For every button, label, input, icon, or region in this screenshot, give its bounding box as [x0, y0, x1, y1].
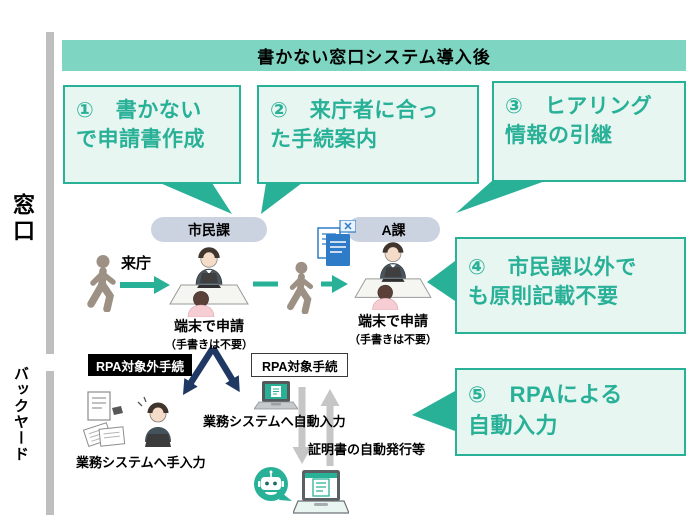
callout-1-line-1: ① 書かない: [76, 99, 202, 122]
callout-1-line-2: で申請書作成: [76, 128, 205, 152]
rpa-target-tag: RPA対象手続: [251, 353, 349, 377]
visit-label: 来庁: [121, 255, 152, 272]
robot-icon: [254, 467, 292, 501]
terminal-apply-label-1: 端末で申請 （手書きは不要）: [143, 316, 275, 352]
callout-3-hearing: ③ ヒアリング 情報の引継: [492, 81, 686, 182]
document-transfer-icon: [317, 220, 356, 266]
certificate-label: 証明書の自動発行等: [308, 442, 426, 457]
terminal-apply-text-2: 端末で申請: [358, 313, 428, 329]
page-title: 書かない窓口システム導入後: [62, 40, 686, 71]
auto-input-label: 業務システムへ自動入力: [203, 414, 346, 429]
callout5-tail-icon: [412, 391, 455, 431]
callout-4-line-2: も原則記載不要: [468, 285, 619, 309]
callout-3-line-2: 情報の引継: [505, 124, 613, 148]
callout3-tail-icon: [456, 180, 548, 213]
back-lane-bar: [46, 371, 54, 515]
callout2-tail-icon: [261, 183, 302, 214]
back-lane-label: バックヤード: [12, 366, 29, 462]
callout-4-no-entry-other-depts: ④ 市民課以外で も原則記載不要: [455, 237, 686, 334]
terminal-apply-label-2: 端末で申請 （手書きは不要）: [333, 311, 453, 347]
counter-desk-icon: [354, 242, 432, 310]
counter-desk-icon: [169, 247, 249, 317]
laptop-certificate-icon: [293, 470, 349, 514]
handwriting-note-2: （手書きは不要）: [349, 334, 437, 346]
papers-manual-icon: [82, 391, 171, 447]
callout-2-guidance: ② 来庁者に合っ た手続案内: [257, 85, 479, 184]
front-lane-label: 窓口: [10, 193, 35, 245]
split-arrow-left-icon: [183, 346, 216, 395]
callout-3-line-1: ③ ヒアリング: [505, 95, 653, 118]
rpa-excluded-tag: RPA対象外手続: [88, 354, 192, 376]
callout-5-rpa-auto-input: ⑤ RPAによる 自動入力: [455, 368, 686, 456]
handwriting-note-1: （手書きは不要）: [165, 339, 253, 351]
walking-person-icon: [287, 261, 314, 314]
terminal-apply-text-1: 端末で申請: [174, 318, 244, 334]
callout-2-line-1: ② 来庁者に合っ: [270, 99, 439, 122]
front-lane-bar: [46, 32, 54, 354]
callout-4-line-1: ④ 市民課以外で: [468, 256, 637, 279]
callout1-tail-icon: [160, 183, 232, 214]
callout-5-line-2: 自動入力: [468, 412, 559, 438]
callout-2-line-2: た手続案内: [270, 128, 378, 152]
manual-input-label: 業務システムへ手入力: [76, 455, 206, 470]
walking-person-icon: [87, 255, 116, 312]
laptop-auto-icon: [254, 381, 298, 410]
split-arrow-right-icon: [210, 346, 240, 393]
department-pill-a: A課: [347, 217, 440, 242]
callout-1-no-writing: ① 書かない で申請書作成: [63, 85, 241, 184]
callout-5-line-1: ⑤ RPAによる: [468, 382, 623, 407]
department-pill-shiminka: 市民課: [151, 217, 267, 242]
